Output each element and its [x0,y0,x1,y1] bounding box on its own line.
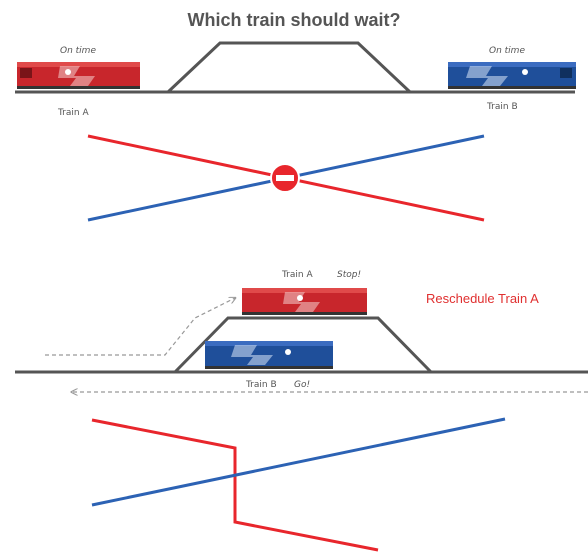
stop-sign-icon [270,163,300,193]
train-a-locomotive [17,62,140,89]
train-b-mainline-label: Train B [246,380,277,390]
top-track [15,41,575,94]
train-b-locomotive [448,62,576,89]
train-b-on-mainline [205,341,333,369]
diagram-title: Which train should wait? [187,10,401,30]
train-b-label: Train B [487,102,518,112]
train-a-command: Stop! [337,270,362,280]
reschedule-note: Reschedule Train A [426,291,539,306]
train-a-siding-label: Train A [282,270,313,280]
train-a-status: On time [60,46,96,56]
train-a-path-arrow [45,298,235,356]
train-b-rescheduled-timeline [91,417,506,507]
train-a-rescheduled-timeline [91,418,379,552]
bottom-track [15,316,588,374]
train-b-status: On time [489,46,525,56]
train-b-command: Go! [294,380,311,390]
train-a-on-siding [242,288,367,315]
train-a-label: Train A [58,108,89,118]
